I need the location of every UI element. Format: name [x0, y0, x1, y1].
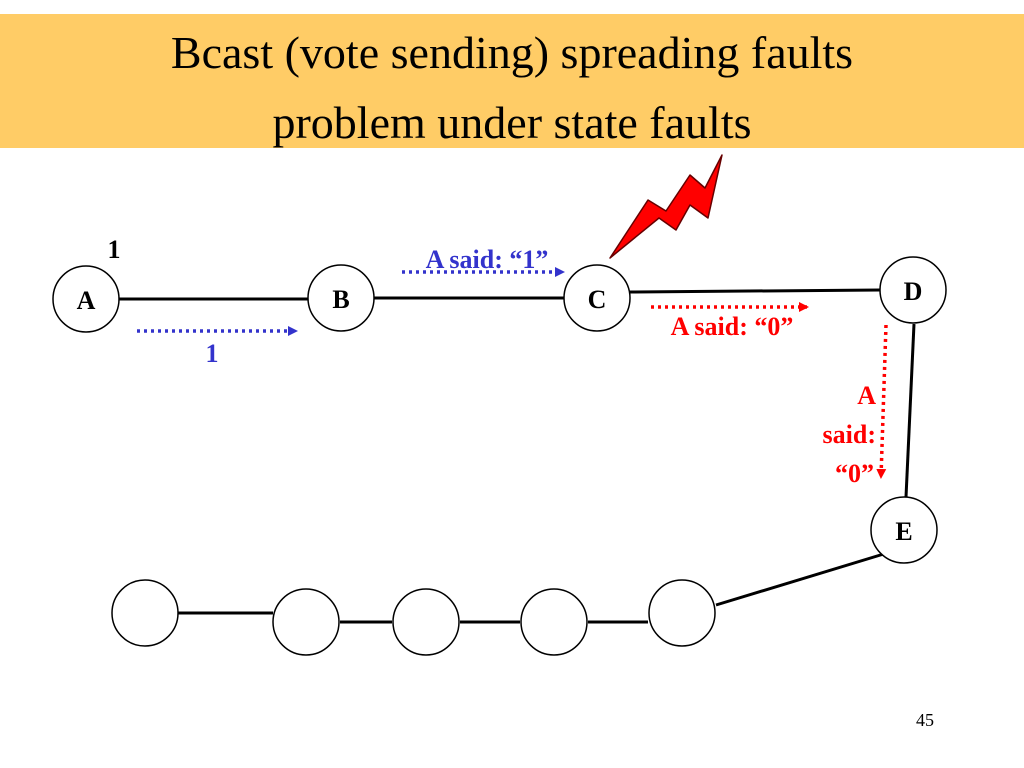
edge-d-e	[904, 323, 916, 498]
title-banner	[0, 14, 1024, 148]
node-b: B	[307, 264, 375, 332]
node-c: C	[563, 264, 631, 332]
chain-node-1	[111, 579, 179, 647]
message-b-c-label: A said: “1”	[426, 245, 549, 274]
chain-node-2	[272, 588, 340, 656]
node-d: D	[879, 256, 947, 324]
slide-title-line-2: problem under state faults	[272, 97, 752, 148]
node-e-label: E	[895, 517, 912, 546]
edge-e-chain	[715, 551, 888, 607]
edge-c-d	[629, 288, 881, 294]
slide-title-line-1: Bcast (vote sending) spreading faults	[170, 27, 854, 78]
message-d-e-label-line-3: “0”	[835, 459, 874, 488]
node-e: E	[870, 496, 938, 564]
chain-node-5	[648, 579, 716, 647]
node-a: A	[52, 265, 120, 333]
node-d-label: D	[904, 277, 923, 306]
lightning-bolt-icon	[609, 154, 723, 259]
node-c-label: C	[588, 285, 607, 314]
chain-node-3	[392, 588, 460, 656]
node-b-label: B	[332, 285, 349, 314]
message-a-b-value: 1	[206, 339, 219, 368]
message-d-e-label-line-1: A	[857, 381, 876, 410]
message-c-d-label: A said: “0”	[671, 312, 794, 341]
page-number: 45	[916, 710, 934, 730]
message-d-e-label-line-2: said:	[823, 420, 876, 449]
node-a-value: 1	[108, 235, 121, 264]
node-a-label: A	[77, 286, 96, 315]
message-arrow-d-e	[876, 324, 888, 479]
chain-node-4	[520, 588, 588, 656]
